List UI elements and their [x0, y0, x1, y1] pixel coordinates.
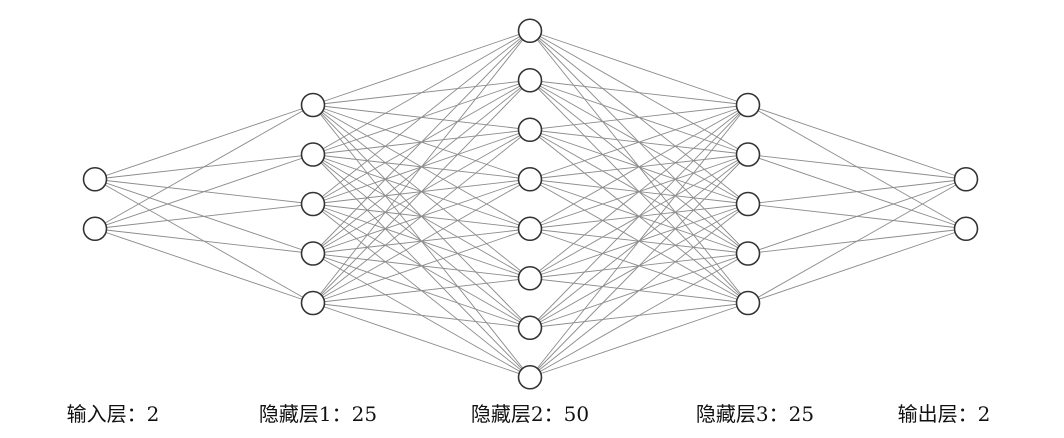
neuron-hidden-2-4	[517, 166, 543, 192]
edge-hidden-3-1-to-output-1	[747, 104, 967, 180]
neuron-input-2	[82, 216, 108, 242]
neurons	[82, 18, 979, 390]
edge-hidden-2-8-to-hidden-3-2	[529, 154, 749, 378]
edge-hidden-2-2-to-hidden-3-1	[529, 79, 749, 106]
neuron-hidden-2-5	[517, 216, 543, 242]
neuron-hidden-3-2	[735, 142, 761, 167]
layer-label-hidden-2: 隐藏层2：50	[470, 402, 590, 426]
neuron-hidden-3-5	[735, 290, 761, 316]
layer-label-hidden-1: 隐藏层1：25	[258, 402, 378, 426]
edge-hidden-3-3-to-output-1	[747, 178, 967, 205]
edge-hidden-1-5-to-hidden-2-1	[312, 30, 531, 304]
connections	[94, 30, 967, 378]
edge-hidden-1-5-to-hidden-2-5	[312, 228, 531, 304]
neuron-output-2	[953, 216, 979, 242]
edge-hidden-2-3-to-hidden-3-1	[529, 104, 749, 131]
edge-hidden-1-5-to-hidden-2-3	[312, 129, 531, 304]
neuron-output-1	[953, 166, 979, 192]
neuron-hidden-2-8	[517, 364, 543, 390]
neuron-hidden-1-1	[300, 92, 326, 118]
edge-hidden-3-4-to-output-1	[747, 178, 967, 254]
edge-hidden-2-5-to-hidden-3-1	[529, 104, 749, 230]
edge-hidden-1-2-to-hidden-2-1	[312, 30, 531, 155]
edge-hidden-2-8-to-hidden-3-3	[529, 203, 749, 378]
edge-hidden-2-1-to-hidden-3-1	[529, 30, 749, 106]
neuron-hidden-2-7	[517, 315, 543, 341]
neuron-input-1	[82, 166, 108, 192]
edge-hidden-2-4-to-hidden-3-1	[529, 104, 749, 180]
edge-hidden-1-3-to-hidden-2-1	[312, 30, 531, 205]
edge-hidden-1-5-to-hidden-2-4	[312, 178, 531, 304]
layer-label-input: 输入层：2	[66, 402, 160, 426]
edge-hidden-1-5-to-hidden-2-7	[312, 302, 531, 329]
neuron-hidden-1-2	[300, 142, 326, 167]
edge-hidden-2-8-to-hidden-3-5	[529, 302, 749, 378]
edge-hidden-3-2-to-output-1	[747, 154, 967, 180]
edge-hidden-2-7-to-hidden-3-1	[529, 104, 749, 329]
edge-input-2-to-hidden-1-3	[94, 203, 314, 230]
neuron-hidden-1-5	[300, 290, 326, 316]
edge-input-2-to-hidden-1-1	[94, 104, 314, 230]
neuron-hidden-2-1	[517, 18, 543, 44]
edge-hidden-3-5-to-output-2	[747, 228, 967, 304]
neuron-hidden-1-3	[300, 191, 326, 217]
edge-hidden-1-5-to-hidden-2-6	[312, 277, 531, 304]
layer-label-output: 输出层：2	[897, 402, 991, 426]
edge-hidden-3-5-to-output-1	[747, 178, 967, 304]
edge-hidden-1-5-to-hidden-2-8	[312, 302, 531, 378]
neuron-hidden-3-1	[735, 92, 761, 118]
edge-hidden-2-8-to-hidden-3-4	[529, 253, 749, 378]
neuron-hidden-1-4	[300, 241, 326, 266]
edge-hidden-1-5-to-hidden-2-2	[312, 79, 531, 304]
edge-input-1-to-hidden-1-1	[94, 104, 314, 180]
neuron-hidden-3-4	[735, 241, 761, 266]
neuron-hidden-2-3	[517, 117, 543, 143]
neuron-hidden-3-3	[735, 191, 761, 217]
neuron-hidden-2-2	[517, 67, 543, 93]
neuron-hidden-2-6	[517, 265, 543, 291]
edge-hidden-2-8-to-hidden-3-1	[529, 104, 749, 378]
edge-hidden-1-4-to-hidden-2-1	[312, 30, 531, 254]
edge-input-2-to-hidden-1-2	[94, 154, 314, 230]
edge-hidden-1-1-to-hidden-2-1	[312, 30, 531, 106]
edge-hidden-2-6-to-hidden-3-1	[529, 104, 749, 279]
layer-label-hidden-3: 隐藏层3：25	[695, 402, 815, 426]
edge-input-2-to-hidden-1-4	[94, 228, 314, 254]
edge-input-2-to-hidden-1-5	[94, 228, 314, 304]
